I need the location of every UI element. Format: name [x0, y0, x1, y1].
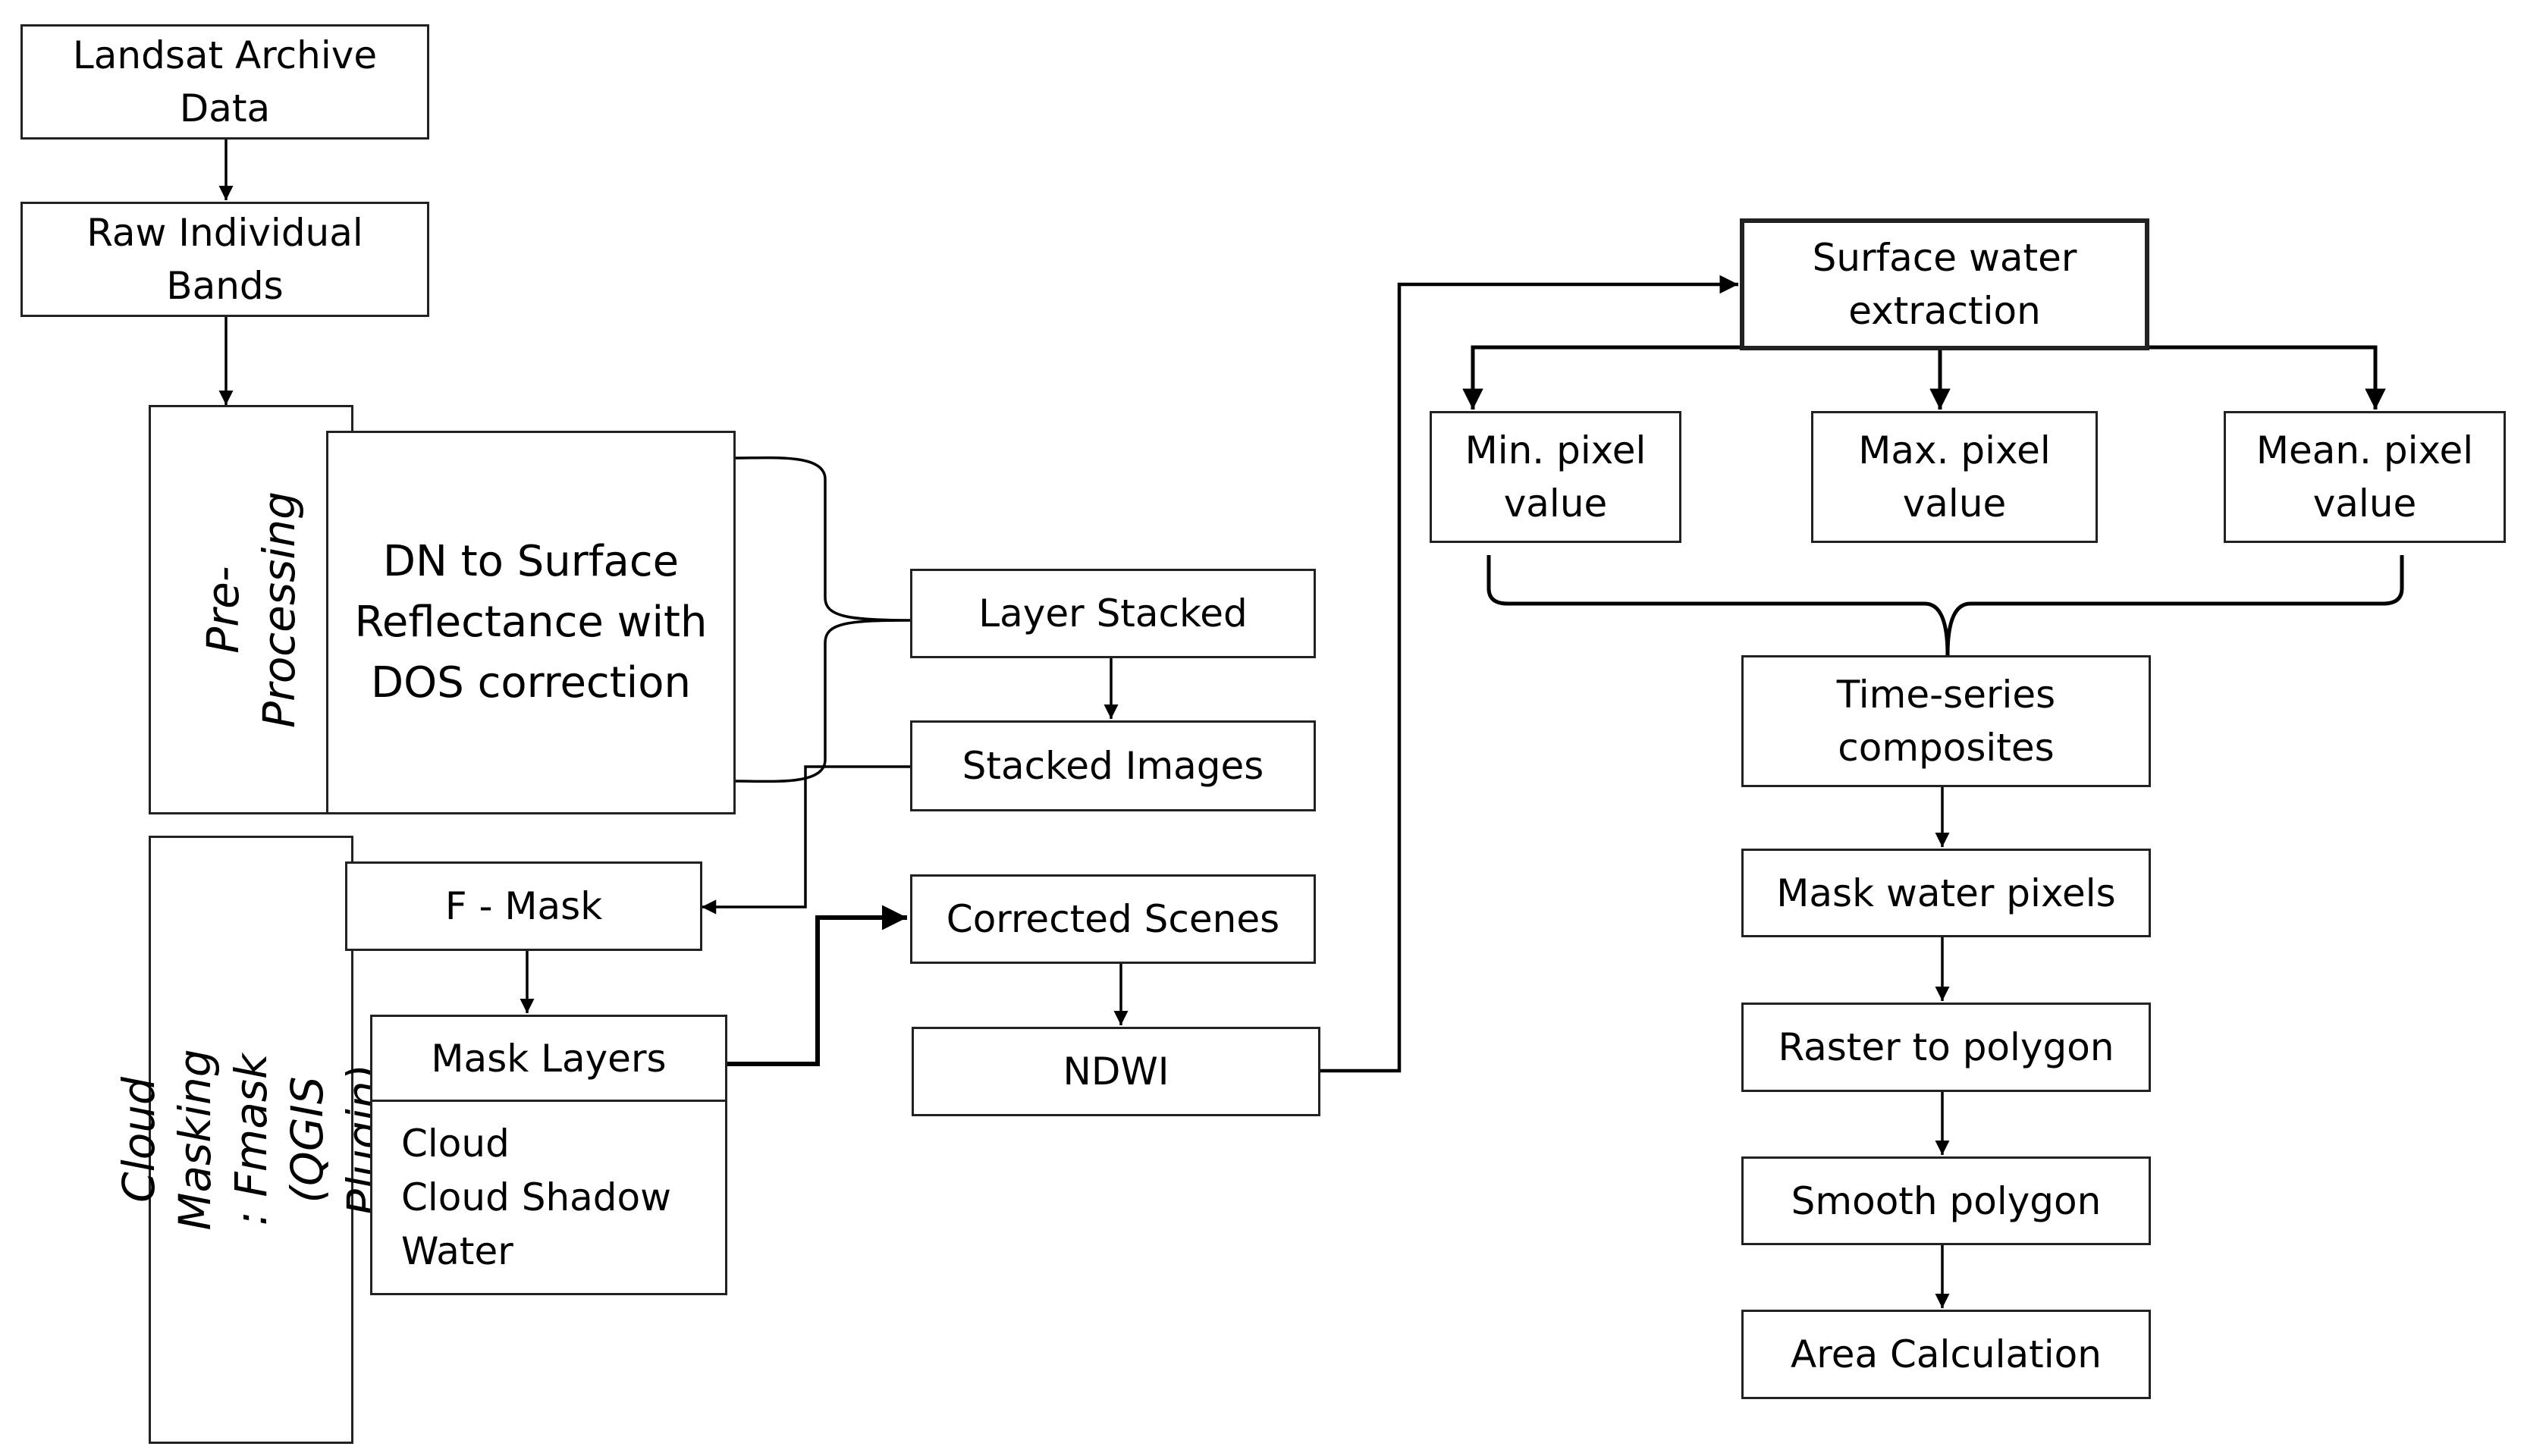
time-series-composites-box: Time-series composites [1741, 655, 2151, 787]
pre-processing-panel: Pre-Processing [149, 405, 353, 814]
area-calculation-box: Area Calculation [1741, 1310, 2151, 1399]
raw-bands-box: Raw Individual Bands [20, 202, 429, 317]
mask-item-water: Water [401, 1229, 513, 1273]
landsat-archive-box: Landsat Archive Data [20, 24, 429, 140]
pre-processing-label: Pre-Processing [197, 491, 305, 729]
arrow-ndwi-surfacewater [1320, 275, 1738, 1073]
mask-item-cloud: Cloud [401, 1122, 510, 1166]
arrow-surfacewater-mean [2148, 345, 2386, 410]
brace-pixelvalues-timeseries [1486, 555, 2404, 656]
cloud-masking-panel: Cloud Masking : Fmask (QGIS Plugin) [113, 836, 389, 1444]
mask-layers-list: Cloud Cloud Shadow Water [372, 1102, 725, 1279]
smooth-polygon-box: Smooth polygon [1741, 1156, 2151, 1245]
mean-pixel-value-box: Mean. pixel value [2224, 411, 2506, 543]
mask-layers-title: Mask Layers [372, 1017, 725, 1102]
mask-layers-box: Mask Layers Cloud Cloud Shadow Water [370, 1015, 727, 1295]
stacked-images-box: Stacked Images [910, 720, 1316, 811]
fmask-box: F - Mask [345, 861, 702, 951]
dn-to-reflectance-box: DN to Surface Reflectance with DOS corre… [326, 431, 736, 814]
surface-water-extraction-box: Surface water extraction [1740, 218, 2149, 350]
layer-stacked-box: Layer Stacked [910, 569, 1316, 658]
mask-water-pixels-box: Mask water pixels [1741, 849, 2151, 937]
arrow-surfacewater-min [1462, 345, 1741, 410]
min-pixel-value-box: Min. pixel value [1430, 411, 1681, 543]
max-pixel-value-box: Max. pixel value [1811, 411, 2098, 543]
cloud-masking-label: Cloud Masking : Fmask (QGIS Plugin) [113, 1049, 389, 1231]
ndwi-box: NDWI [912, 1027, 1320, 1116]
corrected-scenes-box: Corrected Scenes [910, 874, 1316, 964]
arrow-stacked-fmask [702, 765, 910, 915]
bracket-dn-layerstacked [735, 456, 911, 783]
arrow-masklayers-corrected [727, 905, 907, 1066]
mask-item-cloud-shadow: Cloud Shadow [401, 1175, 672, 1219]
raster-to-polygon-box: Raster to polygon [1741, 1003, 2151, 1092]
